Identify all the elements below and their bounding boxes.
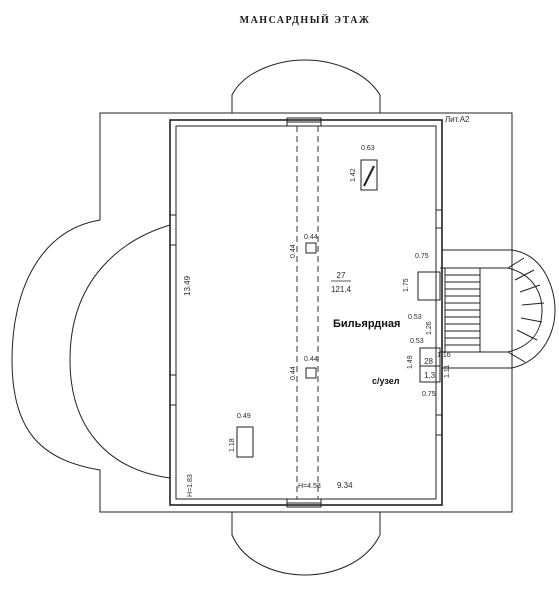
height-center: H=4.58 [298, 483, 321, 490]
stair-opening: 1.75 [403, 278, 410, 292]
wc-name: с/узел [372, 376, 400, 386]
column-2-w: 0.44 [304, 356, 318, 363]
stair-b: 1.26 [426, 321, 433, 335]
chimney-hatch [363, 165, 375, 187]
room-width: 9.34 [337, 481, 353, 490]
stair-a: 0.53 [408, 314, 422, 321]
room-length: 13.49 [183, 275, 192, 296]
height-left: H=1.83 [187, 474, 194, 497]
column-1-h: 0.44 [290, 244, 297, 258]
window-left [169, 214, 177, 246]
stair-c: 0.53 [410, 338, 424, 345]
plan-title: МАНСАРДНЫЙ ЭТАЖ [240, 14, 371, 26]
room-area: 121,4 [331, 285, 352, 294]
room-wall-outer [169, 119, 443, 506]
room-number: 27 [337, 271, 346, 280]
stair-landing [417, 271, 441, 301]
bottom-bay [231, 512, 381, 576]
column-1 [305, 242, 317, 254]
window-left-2 [169, 374, 177, 406]
hatch-w: 0.49 [237, 413, 251, 420]
hatch [236, 426, 254, 458]
wc-area: 1,3 [424, 371, 436, 380]
lit-label: Лит.А2 [445, 115, 470, 124]
stair-treads [444, 257, 545, 363]
wc-side: 1.49 [407, 355, 414, 369]
room-name: Бильярдная [333, 318, 400, 330]
chimney-h: 1.42 [350, 168, 357, 182]
wc-room [419, 347, 441, 383]
stair-top: 0.75 [415, 253, 429, 260]
room-wall-inner [175, 125, 437, 500]
column-2 [305, 367, 317, 379]
column-2-h: 0.44 [290, 366, 297, 380]
wc-number: 28 [424, 357, 433, 366]
hatch-h: 1.18 [229, 438, 236, 452]
wc-width: 1.16 [437, 352, 451, 359]
wc-length: 1.11 [444, 365, 451, 378]
left-arc [69, 224, 171, 479]
top-bay [231, 59, 381, 113]
window-right-2 [435, 414, 443, 436]
stair-tower-outline [442, 249, 556, 369]
stair-bottom: 0.75 [422, 391, 436, 398]
window-right [435, 209, 443, 229]
roof-outline [11, 112, 513, 513]
chimney-w: 0.63 [361, 145, 375, 152]
column-1-w: 0.44 [304, 234, 318, 241]
stair-tower-inner [440, 267, 543, 353]
